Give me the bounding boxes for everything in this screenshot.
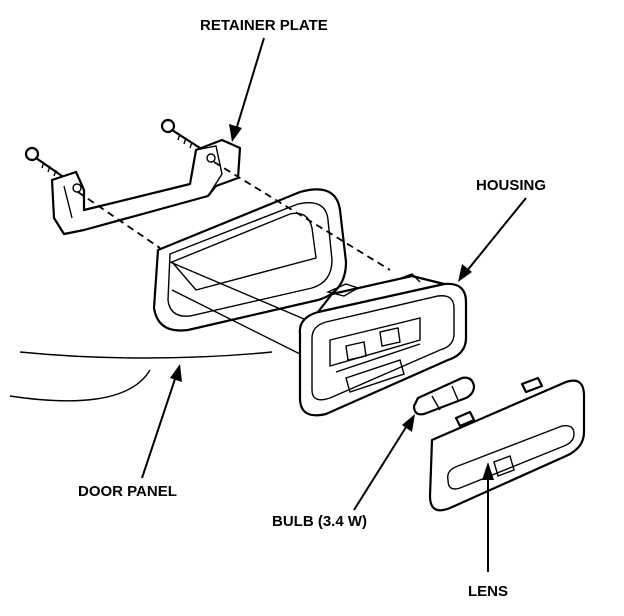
arrow-housing [458, 197, 527, 282]
label-retainer-plate: RETAINER PLATE [200, 17, 328, 34]
housing [298, 273, 468, 417]
arrow-door-panel [141, 364, 182, 479]
door-panel [9, 351, 273, 402]
alignment-lines [77, 161, 391, 361]
label-door-panel: DOOR PANEL [78, 483, 177, 500]
label-lens: LENS [468, 583, 508, 600]
bulb [412, 376, 476, 416]
lens [428, 376, 586, 512]
label-housing: HOUSING [476, 177, 546, 194]
arrow-retainer-plate [229, 37, 265, 142]
screw-right [160, 118, 202, 150]
label-bulb: BULB (3.4 W) [272, 513, 367, 530]
door-panel-opening [152, 188, 348, 332]
arrow-lens [482, 462, 494, 572]
arrow-bulb [353, 414, 415, 511]
screw-left [24, 146, 64, 178]
retainer-plate [50, 138, 242, 236]
